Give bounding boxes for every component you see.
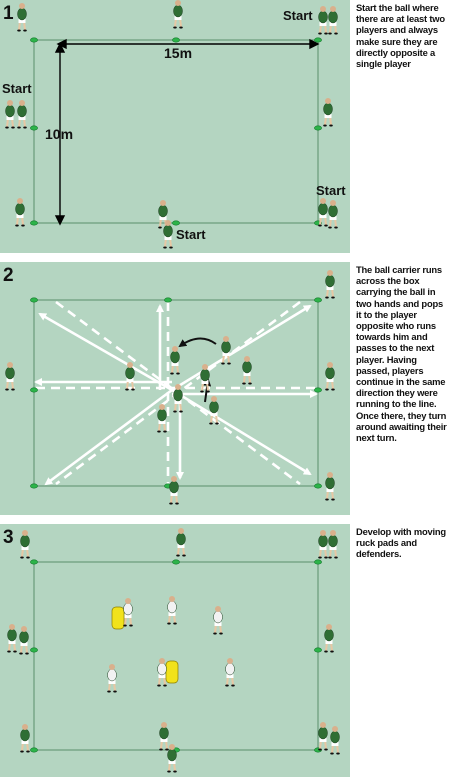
cone-icon [30,559,38,565]
player-icon [167,744,177,773]
cone-icon [30,483,38,489]
player-icon [19,626,29,655]
panel-2: 2 [0,262,350,515]
player-icon [225,658,235,687]
player-icon [5,362,15,391]
player-icon [125,362,135,391]
player-icon [323,98,333,127]
cone-icon [30,125,38,131]
panel-number: 2 [3,265,14,286]
cone-icon [172,559,180,565]
player-icon [242,356,252,385]
grid-boundary [33,561,319,751]
player-icon [159,722,169,751]
player-icon [318,722,328,751]
player-icon [157,404,167,433]
cone-icon [30,37,38,43]
player-icon [318,530,328,559]
player-icon [15,198,25,227]
player-icon [176,528,186,557]
player-icon [170,346,180,375]
cone-icon [314,559,322,565]
player-icon [157,658,167,687]
player-icon [173,0,183,29]
panel-1-drawing [5,0,338,249]
cone-icon [30,297,38,303]
player-icon [20,724,30,753]
start-label: Start [176,227,206,242]
panel-3-caption: Develop with moving ruck pads and defend… [356,526,446,560]
player-icon [169,476,179,505]
player-icon [325,362,335,391]
player-icon [324,624,334,653]
cone-icon [314,297,322,303]
cone-icon [172,220,180,226]
panel-3-drawing [7,528,340,773]
dimension-arrows [54,38,320,226]
start-label: Start [283,8,313,23]
cone-icon [30,220,38,226]
player-icon [325,472,335,501]
cone-icon [30,387,38,393]
player-icon [325,270,335,299]
player-icon [173,384,183,413]
panel-3: 3 [0,524,350,777]
panel-2-drawing [5,270,335,505]
cone-icon [314,647,322,653]
player-icon [5,100,15,129]
start-label: Start [2,81,32,96]
cone-icon [314,483,322,489]
player-icon [330,726,340,755]
panel-2-caption: The ball carrier runs across the box car… [356,264,447,444]
cone-icon [314,37,322,43]
panel-number: 1 [3,3,14,24]
player-icon [107,664,117,693]
player-icon [200,364,210,393]
player-icon [328,6,338,35]
grid-boundary [33,39,319,224]
cone-icon [172,37,180,43]
player-icon [318,198,328,227]
panel-1: 1 Start Start Start Start 15m 10m [0,0,350,253]
player-icon [17,3,27,32]
width-dimension-label: 15m [164,45,193,61]
player-icon [221,336,231,365]
player-icon [7,624,17,653]
cone-icon [314,387,322,393]
cone-icon [164,297,172,303]
player-icon [163,220,173,249]
running-lines [34,304,318,486]
start-label: Start [316,183,346,198]
ruck-pad-icon [165,660,179,684]
panel-number: 3 [3,527,14,548]
ruck-pad-icon [111,606,125,630]
player-icon [213,606,223,635]
player-icon [17,100,27,129]
player-icon [123,598,133,627]
panel-1-caption: Start the ball where there are at least … [356,2,445,70]
player-icon [20,530,30,559]
height-dimension-label: 10m [45,126,74,142]
player-icon [318,6,328,35]
player-icon [209,396,219,425]
player-icon [328,200,338,229]
cone-icon [314,125,322,131]
cone-icon [30,647,38,653]
player-icon [328,530,338,559]
pass-arrow-icon [178,337,217,348]
cone-icon [30,747,38,753]
player-icon [167,596,177,625]
